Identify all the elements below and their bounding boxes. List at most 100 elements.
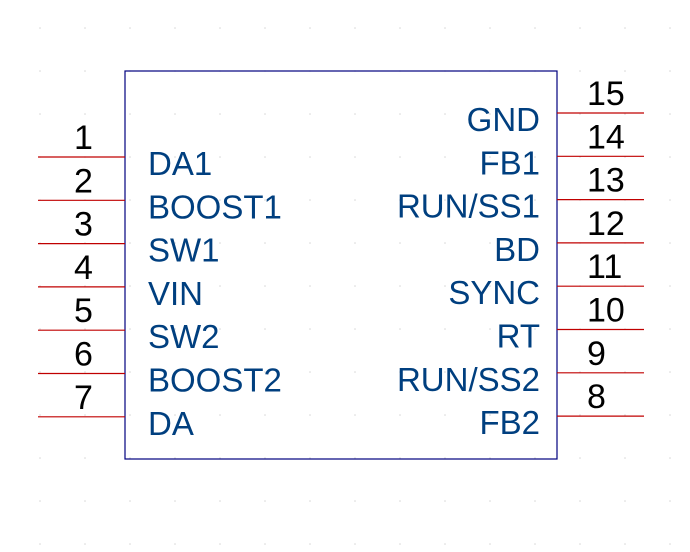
grid-dot xyxy=(579,500,581,502)
grid-dot xyxy=(444,371,446,373)
grid-dot xyxy=(354,27,356,29)
grid-dot xyxy=(444,328,446,330)
grid-dot xyxy=(129,543,131,545)
grid-dot xyxy=(669,328,671,330)
grid-dot xyxy=(219,414,221,416)
grid-dot xyxy=(39,500,41,502)
grid-dot xyxy=(354,328,356,330)
grid-dot xyxy=(39,371,41,373)
grid-dot xyxy=(354,285,356,287)
pin-number: 14 xyxy=(587,118,625,156)
pin-name: SYNC xyxy=(448,274,540,311)
grid-dot xyxy=(399,414,401,416)
grid-dot xyxy=(444,113,446,115)
grid-dot xyxy=(264,199,266,201)
pin-name: SW2 xyxy=(148,318,220,355)
grid-dot xyxy=(399,199,401,201)
pin-number: 6 xyxy=(74,336,93,374)
grid-dot xyxy=(489,199,491,201)
grid-dot xyxy=(354,242,356,244)
grid-dot xyxy=(669,543,671,545)
component-body[interactable] xyxy=(124,70,558,460)
grid-dot xyxy=(264,328,266,330)
grid-dot xyxy=(534,414,536,416)
pin-name: SW1 xyxy=(148,232,220,269)
grid-dot xyxy=(534,500,536,502)
grid-dot xyxy=(534,199,536,201)
grid-dot xyxy=(174,199,176,201)
grid-dot xyxy=(444,543,446,545)
grid-dot xyxy=(39,457,41,459)
grid-dot xyxy=(444,242,446,244)
grid-dot xyxy=(39,414,41,416)
pin-name: RUN/SS1 xyxy=(397,188,540,225)
grid-dot xyxy=(444,285,446,287)
pin-number: 11 xyxy=(587,248,622,286)
grid-dot xyxy=(129,285,131,287)
grid-dot xyxy=(264,27,266,29)
pin-number: 8 xyxy=(587,378,606,416)
grid-dot xyxy=(174,328,176,330)
grid-dot xyxy=(129,113,131,115)
grid-dot xyxy=(174,543,176,545)
grid-dot xyxy=(579,543,581,545)
grid-dot xyxy=(354,500,356,502)
grid-dot xyxy=(219,500,221,502)
grid-dot xyxy=(309,543,311,545)
grid-dot xyxy=(129,414,131,416)
grid-dot xyxy=(309,27,311,29)
grid-dot xyxy=(354,414,356,416)
grid-dot xyxy=(669,457,671,459)
pin-7[interactable]: 7DA xyxy=(38,379,194,442)
grid-dot xyxy=(624,543,626,545)
grid-dot xyxy=(669,285,671,287)
grid-dot xyxy=(129,371,131,373)
pin-number: 1 xyxy=(74,119,93,157)
grid-dot xyxy=(264,156,266,158)
grid-dot xyxy=(489,27,491,29)
grid-dot xyxy=(624,27,626,29)
grid-dot xyxy=(399,543,401,545)
grid-dot xyxy=(489,285,491,287)
grid-dot xyxy=(84,457,86,459)
pin-name: DA xyxy=(148,405,194,442)
grid-dot xyxy=(219,27,221,29)
grid-dot xyxy=(669,371,671,373)
grid-dot xyxy=(264,414,266,416)
grid-dot xyxy=(534,156,536,158)
grid-dot xyxy=(264,242,266,244)
grid-dot xyxy=(669,156,671,158)
grid-dot xyxy=(399,371,401,373)
grid-dot xyxy=(129,156,131,158)
grid-dot xyxy=(219,285,221,287)
grid-dot xyxy=(129,242,131,244)
grid-dot xyxy=(39,27,41,29)
grid-dot xyxy=(669,199,671,201)
grid-dot xyxy=(219,543,221,545)
grid-dot xyxy=(624,500,626,502)
grid-dot xyxy=(444,500,446,502)
grid-dot xyxy=(534,113,536,115)
grid-dot xyxy=(309,371,311,373)
grid-dot xyxy=(84,414,86,416)
grid-dot xyxy=(129,27,131,29)
grid-dot xyxy=(399,328,401,330)
grid-dot xyxy=(489,371,491,373)
grid-dot xyxy=(129,199,131,201)
